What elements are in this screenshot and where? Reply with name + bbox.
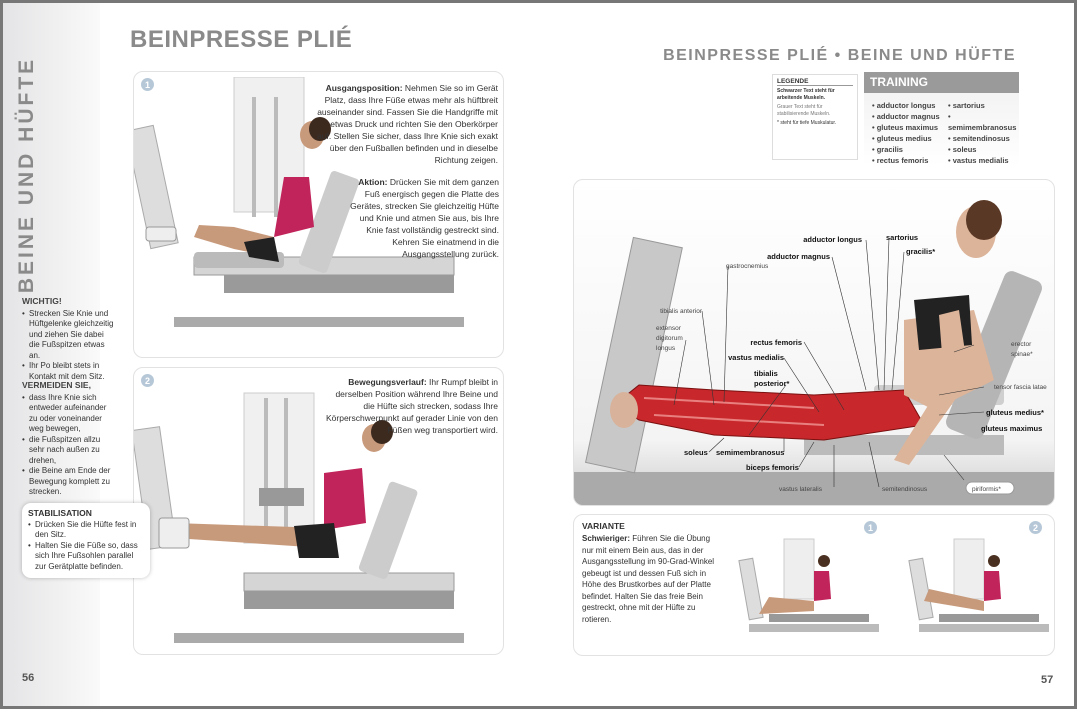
- step-1-action-text: Aktion: Drücken Sie mit dem ganzen Fuß e…: [350, 177, 499, 259]
- label-erector-2: spinae*: [1011, 351, 1033, 358]
- step-2-photo: [134, 392, 464, 643]
- stabilisation-item: Drücken Sie die Hüfte fest in den Sitz.: [28, 520, 144, 541]
- training-box: TRAINING adductor longus adductor magnus…: [864, 72, 1019, 166]
- label-tibialis-posterior-1: tibialis: [754, 369, 778, 378]
- training-item: adductor magnus: [872, 111, 940, 122]
- step-2-panel: 2 Bewegungsverlauf: Ihr Rumpf bleibt in …: [133, 367, 504, 655]
- training-item: semitendinosus: [948, 133, 1019, 144]
- anatomy-illustration: adductor longus sartorius adductor magnu…: [574, 200, 1054, 505]
- training-item: vastus medialis: [948, 155, 1019, 166]
- variante-photos: [738, 538, 1049, 632]
- sidebar-vertical-title: BEINE UND HÜFTE: [15, 56, 38, 294]
- right-page-title: BEINPRESSE PLIÉ • BEINE UND HÜFTE: [663, 47, 1016, 64]
- vermeiden-item: die Beine am Ende der Bewegung komplett …: [22, 466, 114, 498]
- variante-badge-2: 2: [1029, 521, 1042, 534]
- label-semimembranosus: semimembranosus: [716, 448, 784, 457]
- label-vastus-medialis: vastus medialis: [728, 353, 784, 362]
- label-rectus-femoris: rectus femoris: [750, 338, 802, 347]
- step-1-badge: 1: [141, 78, 154, 91]
- legend-line-3: * steht für tiefe Muskulatur.: [777, 120, 837, 126]
- wichtig-item: Strecken Sie Knie und Hüftgelenke gleich…: [22, 309, 114, 362]
- step-2-text: Bewegungsverlauf: Ihr Rumpf bleibt in de…: [326, 377, 498, 435]
- training-item: semimembranosus: [948, 111, 1019, 133]
- step-2-badge: 2: [141, 374, 154, 387]
- label-soleus: soleus: [684, 448, 708, 457]
- legend-box: LEGENDE Schwarzer Text steht für arbeite…: [772, 74, 858, 160]
- page-number-right: 57: [1041, 674, 1054, 686]
- label-erector-1: erector: [1011, 341, 1032, 348]
- training-item: gluteus maximus: [872, 122, 940, 133]
- training-item: rectus femoris: [872, 155, 940, 166]
- label-tensor-fascia-latae: tensor fascia latae: [994, 384, 1047, 391]
- label-semitendinosus: semitendinosus: [882, 486, 928, 493]
- label-adductor-magnus: adductor magnus: [767, 252, 830, 261]
- label-tibialis-anterior: tibialis anterior: [660, 308, 703, 315]
- variante-panel: VARIANTE Schwieriger: Führen Sie die Übu…: [573, 514, 1055, 656]
- training-item: gracilis: [872, 144, 940, 155]
- training-item: adductor longus: [872, 100, 940, 111]
- label-biceps-femoris: biceps femoris: [746, 463, 799, 472]
- step-1-photo: [134, 77, 464, 327]
- label-piriformis: piriformis*: [972, 486, 1001, 493]
- stabilisation-box: STABILISATION Drücken Sie die Hüfte fest…: [22, 503, 150, 578]
- anatomy-panel: adductor longus sartorius adductor magnu…: [573, 179, 1055, 506]
- leg-muscles: [613, 384, 925, 441]
- vermeiden-item: dass Ihre Knie sich entweder aufeinander…: [22, 393, 114, 435]
- label-gluteus-medius: gluteus medius*: [986, 408, 1044, 417]
- label-gluteus-maximus: gluteus maximus: [981, 424, 1042, 433]
- vermeiden-section: VERMEIDEN SIE, dass Ihre Knie sich entwe…: [22, 380, 114, 498]
- label-sartorius: sartorius: [886, 233, 918, 242]
- stabilisation-item: Halten Sie die Füße so, dass sich Ihre F…: [28, 541, 144, 573]
- label-extensor-2: digitorum: [656, 335, 683, 342]
- legend-line-2: Grauer Text steht für stabilisierende Mu…: [777, 104, 831, 117]
- label-gastrocnemius: gastrocnemius: [726, 263, 769, 270]
- left-page-title: BEINPRESSE PLIÉ: [130, 26, 353, 53]
- label-adductor-longus: adductor longus: [803, 235, 862, 244]
- label-tibialis-posterior-2: posterior*: [754, 379, 790, 388]
- variante-text: Schwieriger: Führen Sie die Übung nur mi…: [582, 534, 715, 624]
- page-number-left: 56: [22, 672, 35, 684]
- variante-heading: VARIANTE: [582, 521, 625, 531]
- wichtig-section: WICHTIG! Strecken Sie Knie und Hüftgelen…: [22, 296, 114, 382]
- label-gracilis: gracilis*: [906, 247, 935, 256]
- variante-badge-1: 1: [864, 521, 877, 534]
- label-extensor-1: extensor: [656, 325, 682, 332]
- training-heading: TRAINING: [864, 72, 1019, 93]
- legend-line-1: Schwarzer Text steht für arbeitende Musk…: [777, 88, 835, 101]
- training-item: soleus: [948, 144, 1019, 155]
- step-1-panel: 1 Ausgangsposition: Nehmen Sie so im Ger…: [133, 71, 504, 358]
- label-vastus-lateralis: vastus lateralis: [779, 486, 823, 493]
- training-item: sartorius: [948, 100, 1019, 111]
- training-item: gluteus medius: [872, 133, 940, 144]
- label-extensor-3: longus: [656, 345, 676, 352]
- step-1-text: Ausgangsposition: Nehmen Sie so im Gerät…: [317, 83, 498, 165]
- wichtig-item: Ihr Po bleibt stets in Kontakt mit dem S…: [22, 361, 114, 382]
- vermeiden-item: die Fußspitzen allzu sehr nach außen zu …: [22, 435, 114, 467]
